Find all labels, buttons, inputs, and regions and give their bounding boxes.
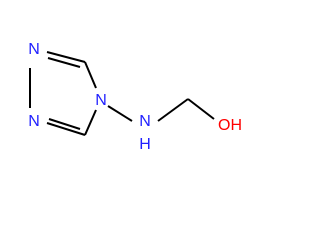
bond-n1-c5-double-outer: [46, 51, 86, 63]
bonds: [29, 51, 215, 136]
atom-nh-h: H: [139, 136, 151, 153]
atom-n1: N: [28, 41, 40, 58]
bond-ch2-o: [187, 98, 215, 120]
atom-labels: N N N N H OH: [28, 41, 242, 153]
atom-oh: OH: [218, 117, 242, 134]
atom-n2: N: [28, 113, 40, 130]
structure-diagram: N N N N H OH: [28, 41, 242, 153]
bond-c3-n2-double-inner: [48, 118, 81, 130]
bond-c5-n4: [84, 61, 97, 89]
bond-n1-c5-double-inner: [47, 57, 81, 68]
bond-n4-c3: [84, 109, 97, 136]
atom-n4: N: [95, 92, 107, 109]
bond-n4-nh: [107, 105, 133, 122]
molecule-svg: N N N N H OH: [28, 41, 242, 153]
atom-nh-n: N: [139, 113, 151, 130]
bond-nh-ch2: [157, 98, 189, 122]
bond-c3-n2-double-outer: [46, 122, 86, 136]
